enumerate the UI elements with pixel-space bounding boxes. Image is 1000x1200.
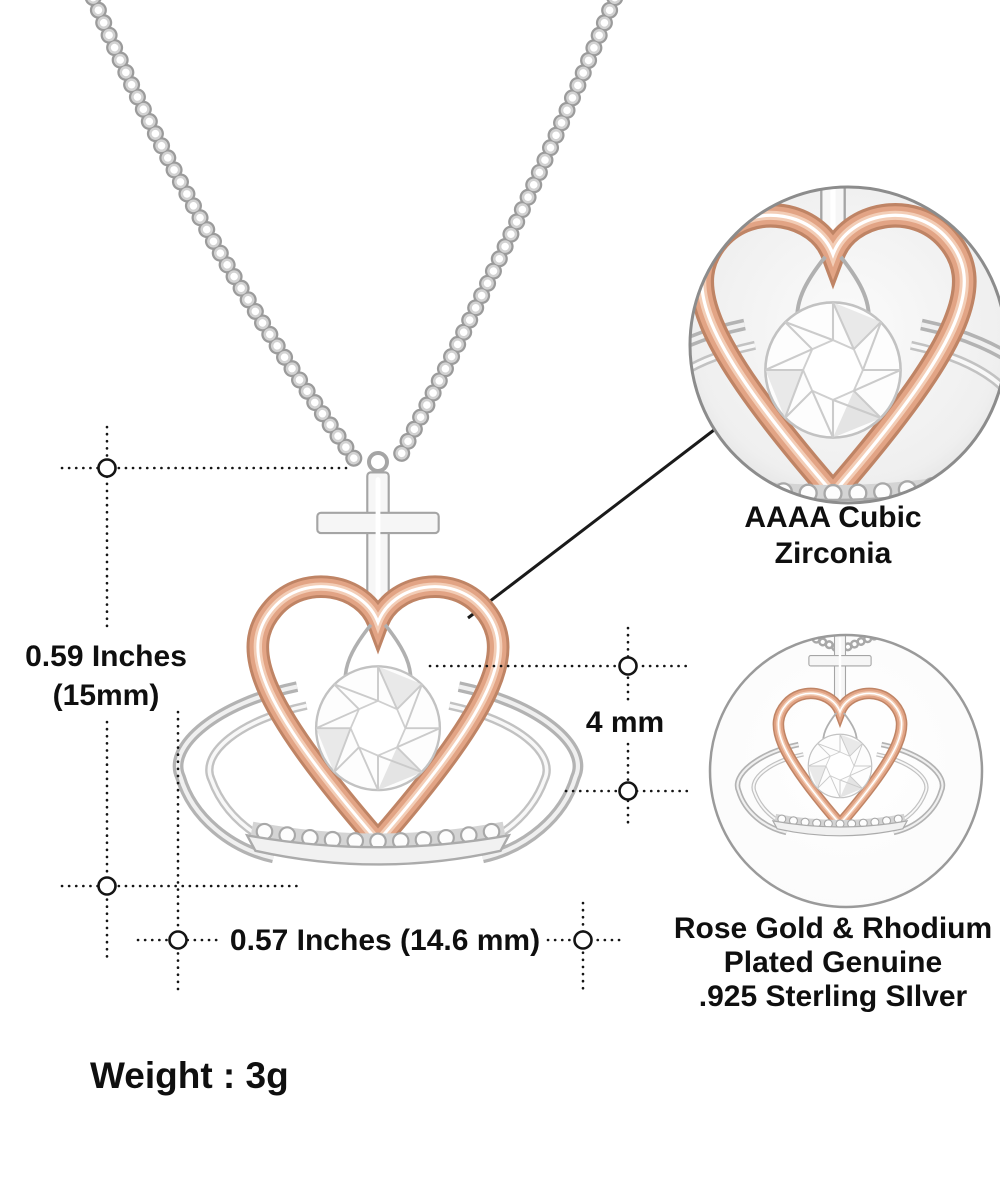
necklace-chain <box>84 0 624 473</box>
zoom-callout-pendant-border <box>708 633 984 909</box>
chain-bail-ring <box>367 451 389 473</box>
callout-material-caption-line1: Rose Gold & Rhodium <box>674 912 992 945</box>
callout-stone-caption-line1: AAAA Cubic <box>744 501 921 534</box>
height-label-line2: (15mm) <box>53 679 160 712</box>
zoom-callout-stone <box>688 185 1000 505</box>
dimension-endpoint <box>168 930 188 950</box>
dimension-stone <box>428 626 692 830</box>
dimension-endpoint <box>97 458 117 478</box>
zoom-callout-pendant <box>708 633 984 909</box>
dimension-width <box>136 710 624 992</box>
callout-stone-caption-line2: Zirconia <box>775 537 892 570</box>
main-pendant <box>178 472 578 864</box>
dimension-endpoint <box>573 930 593 950</box>
callout-material-caption-line2: Plated Genuine <box>724 946 942 979</box>
height-label-line1: 0.59 Inches <box>25 640 187 673</box>
chain-strand-left <box>84 0 367 473</box>
weight-label: Weight : 3g <box>90 1055 289 1096</box>
zoom-callout-stone-border <box>688 185 1000 505</box>
width-label: 0.57 Inches (14.6 mm) <box>230 924 540 957</box>
stone-size-label: 4 mm <box>586 706 664 739</box>
callout-pointer-line <box>467 428 715 620</box>
dimension-endpoint <box>618 656 638 676</box>
dimension-height <box>60 425 348 964</box>
chain-strand-right <box>387 0 624 473</box>
dimension-endpoint <box>618 781 638 801</box>
callout-material-caption-line3: .925 Sterling SIlver <box>699 980 968 1013</box>
dimension-endpoint <box>97 876 117 896</box>
